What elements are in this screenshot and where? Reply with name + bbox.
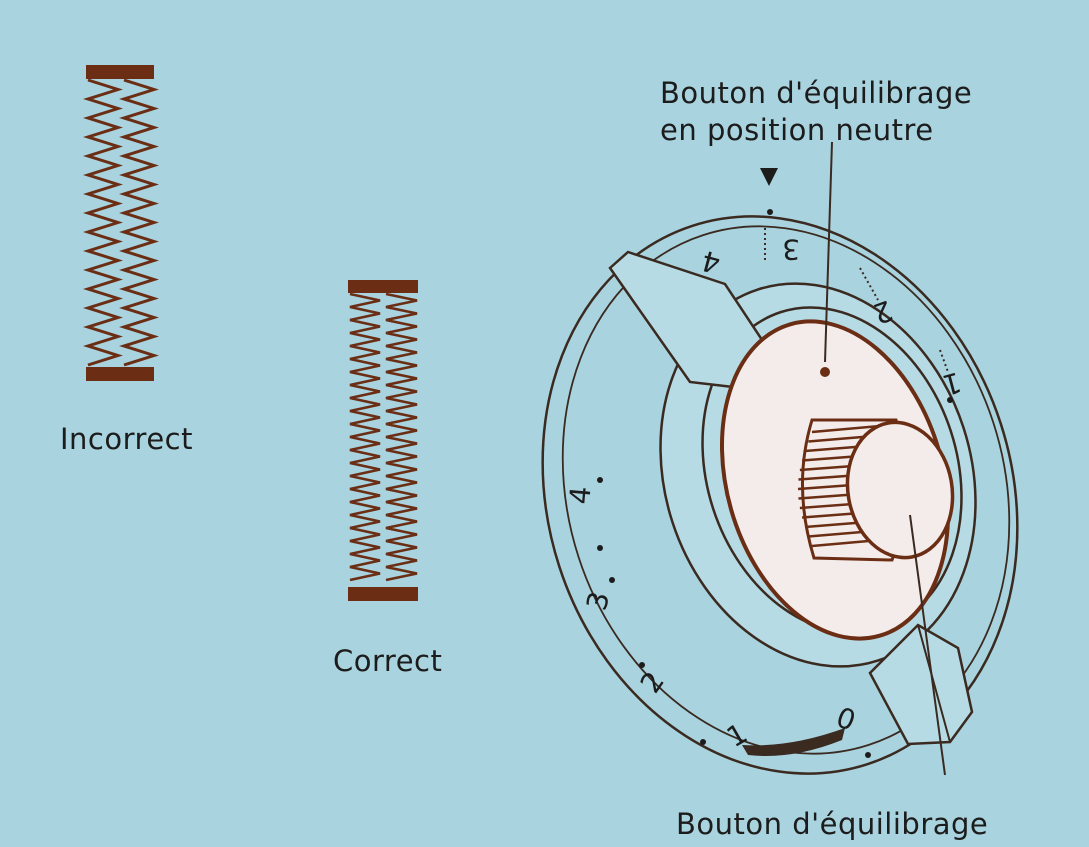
incorrect-buttonhole xyxy=(83,65,159,381)
correct-label: Correct xyxy=(333,644,443,678)
indicator-triangle-icon xyxy=(760,168,778,186)
neutral-label-line-2: en position neutre xyxy=(660,113,934,147)
dial-mark-3: 3 xyxy=(580,588,616,614)
reverse-indicator-wedge xyxy=(742,728,845,756)
reverse-mark-3: 3 xyxy=(782,233,800,266)
neutral-position-label: Bouton d'équilibrage en position neutre xyxy=(660,75,972,149)
balance-knob xyxy=(797,418,955,562)
balance-knob-label: Bouton d'équilibrage xyxy=(676,807,989,841)
dial-mark-4: 4 xyxy=(563,485,597,506)
knurl-ridge xyxy=(811,424,881,434)
leader-line-neutral xyxy=(824,141,833,363)
neutral-dot-icon xyxy=(820,367,830,377)
incorrect-label: Incorrect xyxy=(60,422,193,456)
dial-scale-ticks xyxy=(597,209,953,758)
neutral-label-line-1: Bouton d'équilibrage xyxy=(660,76,973,110)
leader-line-balance xyxy=(909,514,946,776)
correct-buttonhole xyxy=(348,280,418,601)
reverse-mark-0: 0 xyxy=(832,699,860,736)
stitch-dial: 1 2 3 4 0 1 2 3 4 xyxy=(541,141,1019,776)
reverse-mark-4: 4 xyxy=(698,244,724,280)
